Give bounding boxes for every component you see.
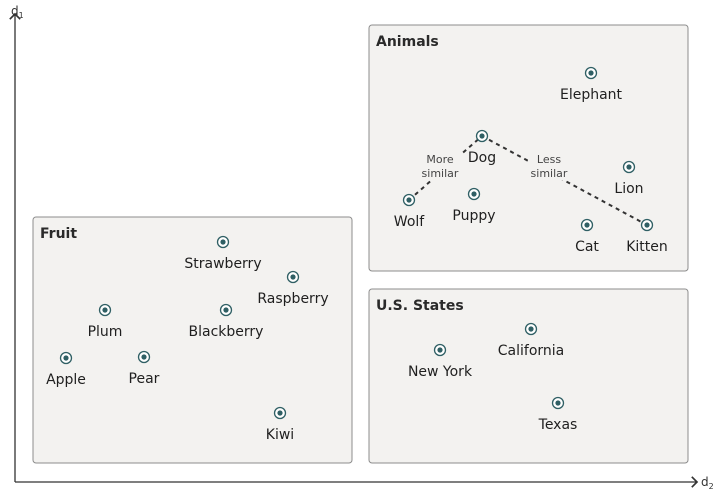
point-dot: [555, 400, 561, 406]
point-raspberry: Raspberry: [257, 270, 329, 307]
point-label: California: [498, 343, 564, 359]
point-texas: Texas: [538, 396, 578, 433]
point-dot: [528, 326, 534, 332]
point-cat: Cat: [575, 218, 599, 255]
point-dot: [277, 410, 283, 416]
point-dot: [220, 239, 226, 245]
point-label: Kitten: [626, 239, 668, 255]
point-dot: [588, 70, 594, 76]
point-puppy: Puppy: [452, 187, 496, 224]
point-label: Kiwi: [266, 427, 294, 443]
point-label: Apple: [46, 372, 86, 388]
point-label: Cat: [575, 239, 599, 255]
fruit-group-box: [32, 216, 353, 464]
u-s-states-group-title: U.S. States: [376, 298, 464, 314]
point-wolf: Wolf: [394, 193, 425, 230]
point-dot: [644, 222, 650, 228]
point-dot: [141, 354, 147, 360]
point-kiwi: Kiwi: [266, 406, 294, 443]
point-label: Elephant: [560, 87, 623, 103]
point-dot: [626, 164, 632, 170]
point-kitten: Kitten: [626, 218, 668, 255]
point-dot: [437, 347, 443, 353]
point-label: Texas: [538, 417, 578, 433]
point-blackberry: Blackberry: [189, 303, 264, 340]
point-label: Wolf: [394, 214, 425, 230]
point-new-york: New York: [408, 343, 473, 380]
u-s-states-group-box: [368, 288, 689, 464]
point-dot: [584, 222, 590, 228]
point-dot: [406, 197, 412, 203]
point-label: Puppy: [452, 208, 495, 224]
point-elephant: Elephant: [560, 66, 623, 103]
point-dot: [223, 307, 229, 313]
point-label: Strawberry: [184, 256, 261, 272]
point-dog: Dog: [468, 129, 496, 166]
point-strawberry: Strawberry: [184, 235, 262, 272]
animals-group-box: [368, 24, 689, 272]
point-lion: Lion: [614, 160, 644, 197]
animals-group-title: Animals: [376, 34, 439, 50]
point-label: Lion: [614, 181, 643, 197]
point-label: Plum: [88, 324, 123, 340]
point-label: Blackberry: [189, 324, 264, 340]
x-axis-label: d2: [701, 475, 714, 491]
point-apple: Apple: [46, 351, 86, 388]
point-dot: [479, 133, 485, 139]
point-label: New York: [408, 364, 473, 380]
point-dot: [471, 191, 477, 197]
point-dot: [63, 355, 69, 361]
point-label: Raspberry: [257, 291, 328, 307]
point-label: Pear: [129, 371, 160, 387]
point-pear: Pear: [129, 350, 160, 387]
y-axis-label: d1: [11, 4, 24, 20]
point-dot: [102, 307, 108, 313]
point-dot: [290, 274, 296, 280]
fruit-group-title: Fruit: [40, 226, 77, 242]
point-plum: Plum: [88, 303, 123, 340]
point-california: California: [498, 322, 564, 359]
point-label: Dog: [468, 150, 496, 166]
